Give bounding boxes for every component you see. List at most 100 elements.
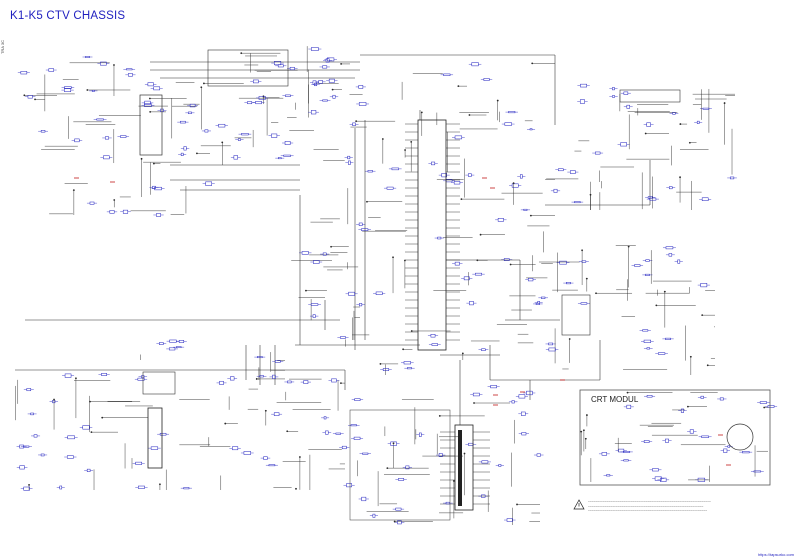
component <box>521 432 527 436</box>
component <box>454 135 463 140</box>
component <box>189 103 196 108</box>
component <box>275 360 281 363</box>
component <box>445 501 450 505</box>
component <box>328 78 335 83</box>
component <box>144 103 152 107</box>
component <box>259 375 264 378</box>
component <box>405 465 410 470</box>
crt-module-frame <box>579 389 771 486</box>
junction-dot <box>89 400 91 403</box>
junction-dot <box>410 140 413 143</box>
component <box>647 196 653 199</box>
junction-dot <box>473 402 475 404</box>
component <box>178 340 185 343</box>
component <box>626 404 632 409</box>
junction-dot <box>689 355 692 358</box>
component <box>398 478 405 481</box>
component <box>753 470 762 473</box>
component <box>335 432 341 435</box>
component <box>677 259 681 264</box>
component <box>314 82 318 87</box>
component <box>230 376 235 381</box>
component <box>180 120 186 124</box>
component <box>258 96 266 100</box>
junction-dot <box>75 377 77 380</box>
component <box>153 86 161 91</box>
junction-dot <box>529 214 532 217</box>
jungle-ic <box>139 94 163 156</box>
component <box>271 133 278 138</box>
component <box>272 374 276 379</box>
component <box>606 474 611 477</box>
component <box>358 102 367 106</box>
component <box>96 118 104 121</box>
junction-dot <box>509 263 512 266</box>
component <box>188 111 192 115</box>
component <box>287 380 292 384</box>
component <box>508 111 516 114</box>
component <box>759 401 767 404</box>
component <box>481 348 486 351</box>
component <box>219 380 224 385</box>
component <box>301 251 309 255</box>
component <box>719 397 724 401</box>
junction-dot <box>589 193 592 196</box>
junction-dot <box>404 259 406 262</box>
junction-dot <box>203 82 205 85</box>
component <box>19 444 24 449</box>
junction-dot <box>687 405 689 408</box>
junction-dot <box>148 97 151 100</box>
component <box>122 209 129 214</box>
component <box>66 455 74 459</box>
component <box>646 122 651 127</box>
component <box>430 334 436 338</box>
component <box>431 343 438 346</box>
junction-dot <box>626 391 629 394</box>
component <box>332 94 336 99</box>
component <box>702 107 710 110</box>
component <box>391 167 399 171</box>
component <box>581 260 587 263</box>
component <box>348 160 351 165</box>
component <box>358 222 363 226</box>
component <box>52 400 56 404</box>
website-link[interactable]: https://tapsurko.com <box>757 552 794 557</box>
component <box>59 485 63 490</box>
component <box>367 170 373 173</box>
component <box>120 135 127 138</box>
component <box>574 201 581 204</box>
junction-dot <box>476 259 479 262</box>
component <box>322 99 328 102</box>
junction-dot <box>366 200 368 203</box>
component <box>665 246 674 250</box>
component <box>553 188 558 193</box>
junction-dot <box>379 363 382 365</box>
component <box>579 99 585 104</box>
audio-ic <box>619 89 681 103</box>
junction-dot <box>688 141 691 144</box>
junction-dot <box>457 85 460 88</box>
junction-dot <box>340 382 342 384</box>
junction-dot <box>240 52 243 55</box>
component <box>407 367 412 370</box>
component <box>660 477 667 482</box>
flyback-core <box>458 430 462 506</box>
deflection-ic <box>561 294 591 336</box>
component <box>438 453 443 457</box>
junction-dot <box>381 138 384 140</box>
component <box>183 146 187 151</box>
component <box>612 87 615 91</box>
component <box>623 459 629 462</box>
junction-dot <box>159 483 161 486</box>
junction-dot <box>586 414 588 416</box>
junction-dot <box>461 352 464 355</box>
junction-dot <box>90 431 93 434</box>
component <box>100 61 107 66</box>
component <box>506 518 513 522</box>
component <box>419 432 422 437</box>
junction-dot <box>580 430 583 433</box>
junction-dot <box>679 123 682 125</box>
component <box>101 373 107 376</box>
junction-dot <box>663 290 666 293</box>
